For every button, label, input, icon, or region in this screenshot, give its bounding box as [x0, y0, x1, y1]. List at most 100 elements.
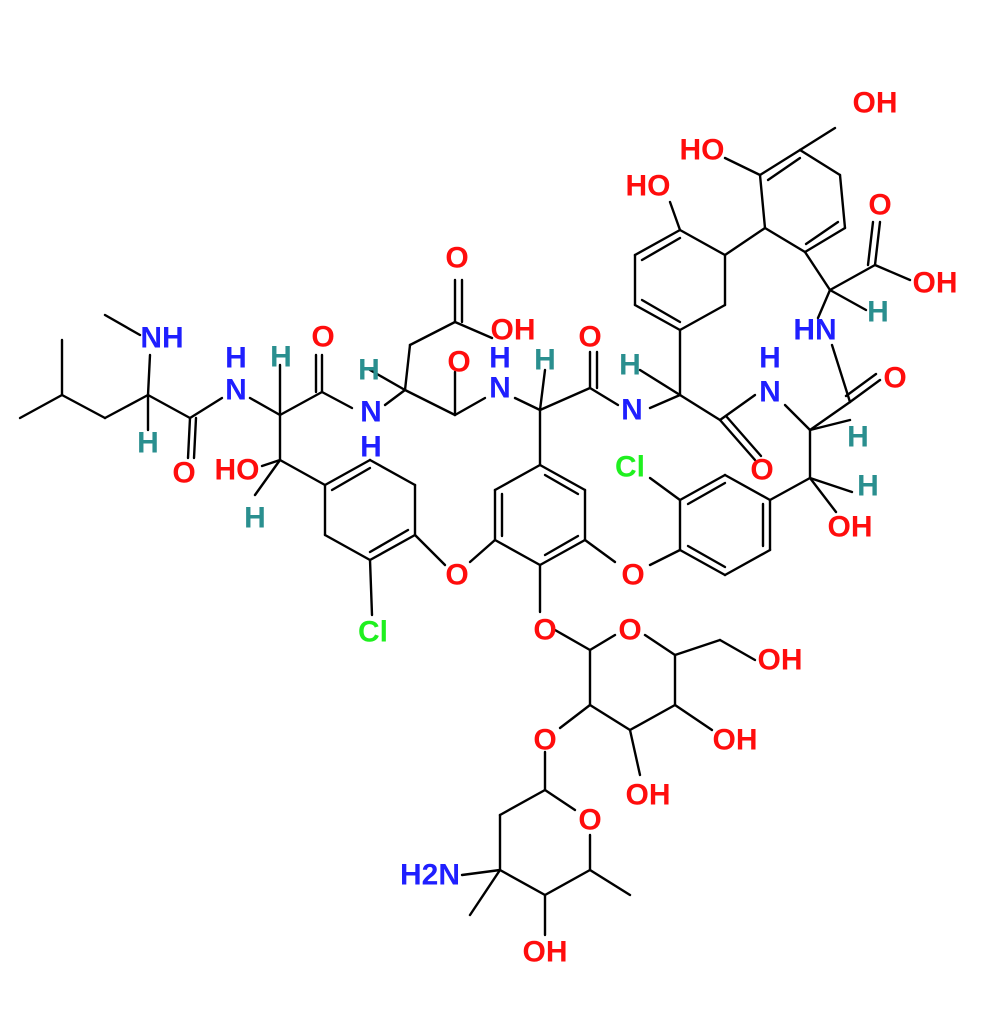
bond [368, 528, 410, 554]
atom-label: O [445, 559, 468, 592]
bonds [18, 126, 912, 937]
atom-label: H [270, 341, 292, 374]
bond [648, 548, 682, 567]
bond [678, 473, 727, 502]
bond [828, 288, 868, 312]
bond [866, 220, 875, 267]
bond [763, 226, 807, 254]
bond [146, 353, 152, 397]
bond [513, 396, 542, 412]
bond [803, 250, 832, 292]
bond [186, 416, 192, 460]
atom-label: H [244, 502, 266, 535]
bond [278, 458, 327, 487]
bond [633, 228, 682, 257]
bond [18, 393, 64, 420]
atom-label: H [360, 431, 382, 464]
atom-label: HO [626, 170, 671, 203]
atom-label: OH [828, 511, 873, 544]
bond [678, 303, 727, 332]
bond [588, 703, 632, 732]
bond [640, 236, 682, 262]
bond [628, 728, 642, 777]
atom-label: H [619, 349, 641, 382]
bond [848, 378, 882, 404]
atom-label: O [311, 321, 334, 354]
atom-label: H [225, 342, 247, 375]
atom-label: OH [758, 644, 803, 677]
bond [668, 200, 682, 232]
bond [468, 538, 497, 564]
bond [723, 156, 762, 177]
bond [408, 320, 457, 347]
bond [468, 868, 502, 917]
atom-label: H [759, 342, 781, 375]
bond [368, 368, 407, 392]
atom-label: N [759, 376, 781, 409]
atom-label: O [868, 189, 891, 222]
bond [808, 418, 852, 432]
bond [103, 313, 142, 337]
bond [808, 476, 838, 514]
bond [766, 156, 802, 182]
bond [460, 868, 502, 877]
bond [718, 418, 757, 462]
bond [192, 416, 198, 460]
atom-label: O [533, 724, 556, 757]
bond [538, 463, 587, 492]
bond [798, 126, 837, 152]
atom-label: Cl [358, 616, 388, 649]
atom-label: O [447, 346, 470, 379]
atom-label: HN [793, 314, 836, 347]
bond [368, 533, 417, 562]
atom-label: N [360, 396, 382, 429]
atom-label: O [883, 362, 906, 395]
bond [330, 466, 372, 492]
atom-label: O [533, 614, 556, 647]
atom-label: OH [626, 779, 671, 812]
bond [538, 386, 592, 412]
atom-label: H [137, 427, 159, 460]
bond [873, 263, 912, 282]
atom-label: H [847, 421, 869, 454]
bond [543, 473, 580, 496]
bond [638, 368, 682, 397]
bond [718, 638, 757, 662]
bond [188, 396, 224, 420]
bond [830, 343, 852, 404]
bond [253, 458, 282, 497]
bond [648, 476, 682, 502]
bond [723, 226, 767, 257]
bond [278, 390, 324, 417]
atom-label: H2N [400, 859, 460, 892]
bond [403, 343, 412, 392]
atom-label: O [618, 614, 641, 647]
bond [804, 220, 840, 246]
atom-label: H [867, 296, 889, 329]
bond [686, 481, 727, 506]
bond [808, 476, 854, 494]
atom-label: NH [140, 322, 183, 355]
atom-label: H [857, 470, 879, 503]
bond [758, 173, 767, 230]
bond [323, 533, 372, 562]
atom-label: O [578, 804, 601, 837]
bond [260, 458, 282, 468]
bond [453, 320, 494, 340]
bond [758, 148, 802, 177]
bond [413, 533, 447, 567]
bond [60, 393, 107, 420]
bond [558, 703, 592, 730]
bond [493, 463, 542, 492]
bond [724, 414, 763, 458]
bond [838, 173, 847, 230]
atom-label: O [621, 559, 644, 592]
bond [543, 788, 577, 812]
bond [588, 386, 620, 407]
bond [583, 538, 617, 564]
bond [383, 388, 407, 407]
bond [543, 868, 592, 897]
bond [498, 788, 547, 817]
